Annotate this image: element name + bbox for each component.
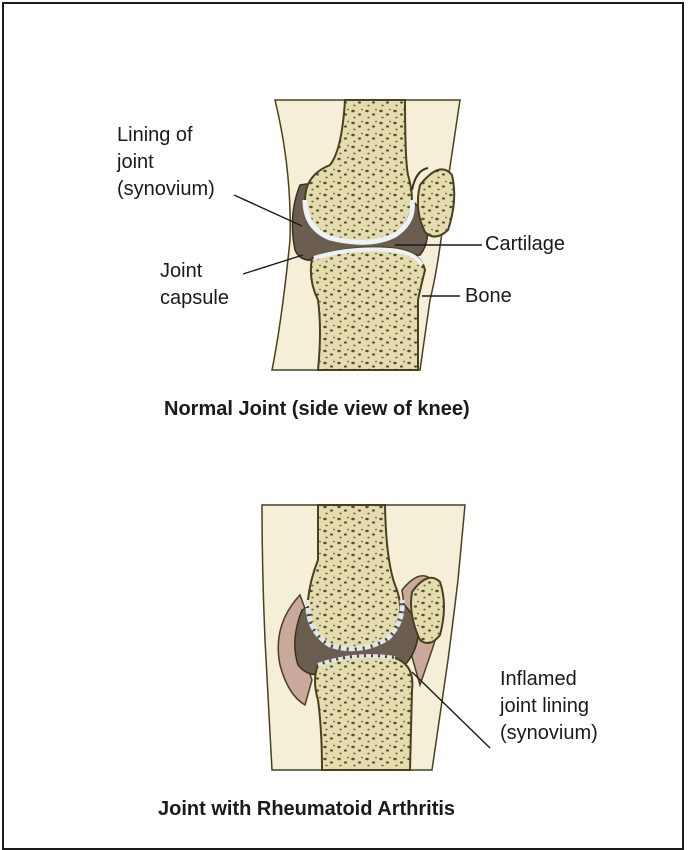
caption-ra-joint: Joint with Rheumatoid Arthritis bbox=[158, 798, 455, 821]
ra-tibia bbox=[315, 656, 412, 770]
normal-tibia bbox=[311, 247, 425, 370]
caption-normal-joint: Normal Joint (side view of knee) bbox=[164, 398, 470, 421]
label-joint-capsule: Joint capsule bbox=[160, 258, 229, 312]
label-lining-of-joint: Lining of joint (synovium) bbox=[117, 122, 215, 203]
normal-knee-illustration bbox=[234, 100, 482, 370]
ra-femur bbox=[308, 505, 400, 649]
label-cartilage: Cartilage bbox=[485, 231, 565, 258]
label-inflamed-joint-lining: Inflamed joint lining (synovium) bbox=[500, 666, 598, 747]
label-bone: Bone bbox=[465, 283, 512, 310]
ra-knee-illustration bbox=[262, 505, 490, 770]
